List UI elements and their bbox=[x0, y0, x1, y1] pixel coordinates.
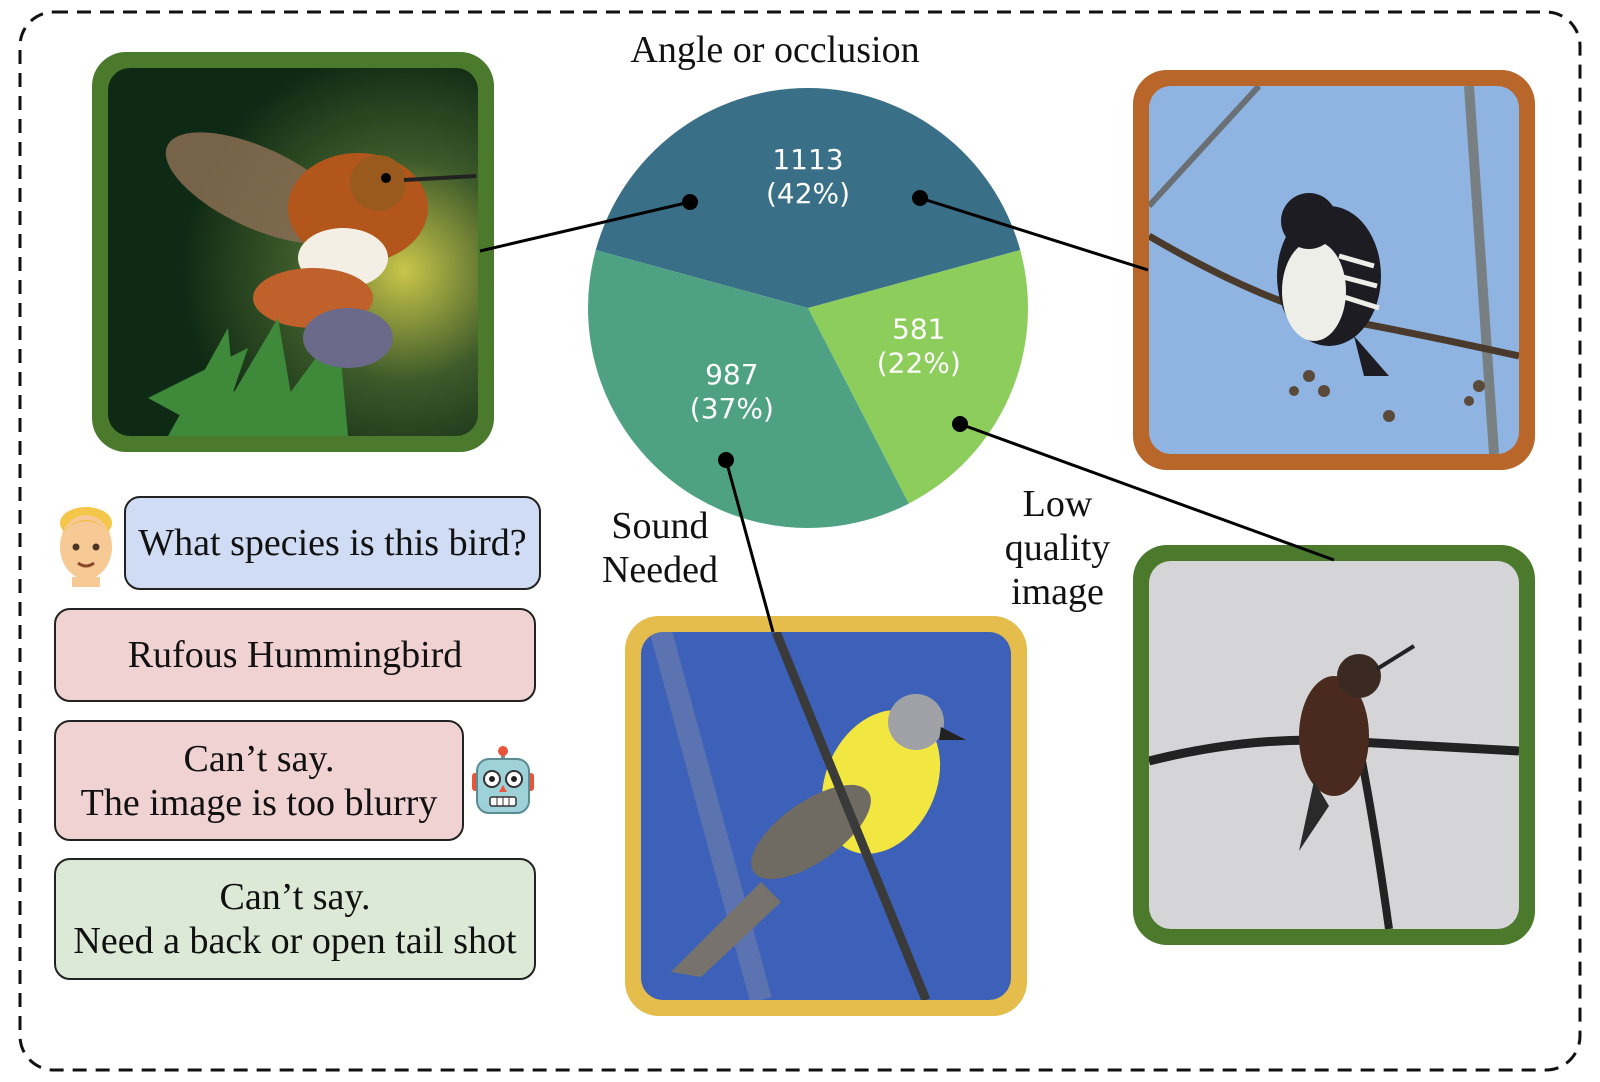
connector-line-3 bbox=[724, 459, 775, 633]
pie-slice-1 bbox=[808, 250, 1028, 504]
label-sound-needed: Sound Needed bbox=[601, 505, 719, 591]
connector-dot-3 bbox=[718, 452, 734, 468]
tail-answer-bubble: Can’t say. Need a back or open tail shot bbox=[54, 858, 536, 980]
connector-line-0 bbox=[479, 200, 691, 253]
pie-value-label-1: 581(22%) bbox=[877, 313, 961, 380]
photo-hummingbird-gray bbox=[1133, 545, 1535, 945]
photo-rufous-hummingbird bbox=[92, 52, 494, 452]
question-bubble: What species is this bird? bbox=[124, 496, 541, 590]
blurry-answer-bubble: Can’t say. The image is too blurry bbox=[54, 720, 464, 841]
connector-line-2 bbox=[959, 422, 1335, 562]
pie-value-label-0: 1113(42%) bbox=[766, 143, 850, 210]
person-emoji-icon bbox=[60, 507, 112, 587]
label-angle-occlusion: Angle or occlusion bbox=[630, 29, 920, 71]
robot-emoji-icon bbox=[472, 746, 534, 814]
answer-bubble: Rufous Hummingbird bbox=[54, 608, 536, 702]
pie-value-label-2: 987(37%) bbox=[690, 358, 774, 425]
connector-dot-0 bbox=[682, 194, 698, 210]
connector-dot-1 bbox=[912, 190, 928, 206]
connector-line-1 bbox=[919, 196, 1149, 272]
connector-dot-2 bbox=[952, 416, 968, 432]
photo-flycatcher bbox=[625, 616, 1027, 1016]
label-low-quality-image: Low quality image bbox=[1004, 483, 1111, 613]
pie-slice-2 bbox=[587, 250, 909, 528]
pie-slice-0 bbox=[595, 87, 1021, 308]
photo-woodpecker bbox=[1133, 70, 1535, 470]
